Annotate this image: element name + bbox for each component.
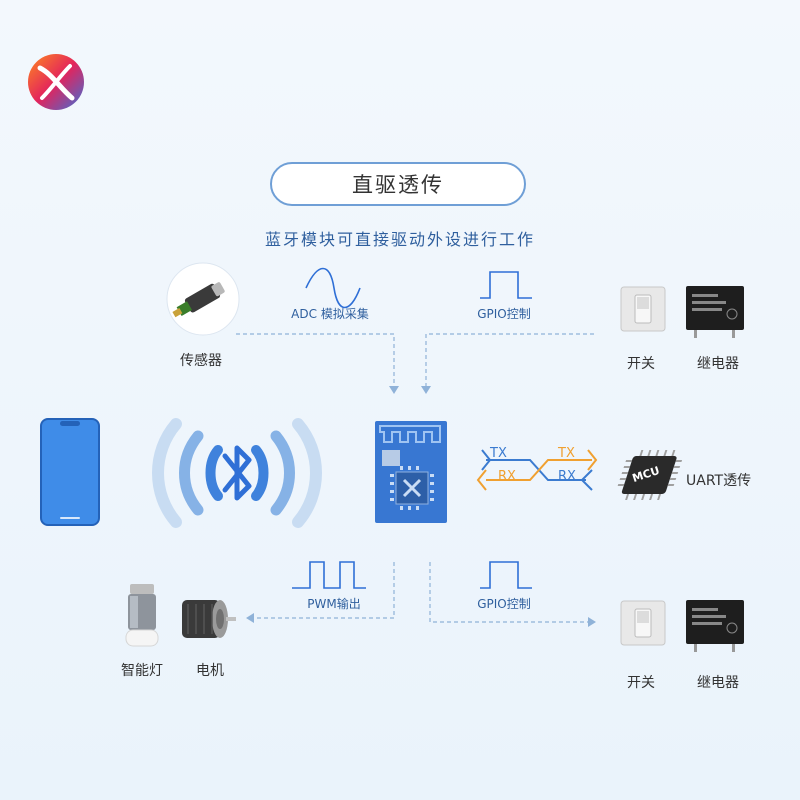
motor-label: 电机: [196, 660, 224, 680]
motor-icon: [178, 596, 236, 642]
tx-right-label: TX: [558, 446, 575, 461]
adc-label: ADC 模拟采集: [291, 305, 369, 322]
pwm-pulse-icon: [292, 562, 366, 588]
sine-wave-icon: [306, 269, 360, 308]
gpio-pulse-icon-bottom: [480, 562, 532, 588]
smart-light-icon: [122, 582, 162, 648]
switch-icon: [620, 286, 666, 332]
mcu-chip-icon: MCU: [614, 448, 680, 506]
gpio-label-bottom: GPIO控制: [477, 595, 531, 612]
phone-icon: [40, 418, 100, 526]
sensor-label: 传感器: [180, 350, 222, 370]
relay-icon-bottom: [684, 598, 746, 652]
gpio-label-top: GPIO控制: [477, 305, 531, 322]
gpio-pulse-icon: [480, 272, 532, 298]
relay-icon: [684, 284, 746, 338]
relay-label-top: 继电器: [697, 353, 739, 373]
bluetooth-signal: [146, 412, 328, 534]
relay-label-bottom: 继电器: [697, 672, 739, 692]
sensor-icon: [166, 262, 240, 336]
module-icon: [374, 420, 448, 524]
rx-right-label: RX: [558, 469, 576, 484]
switch-label-bottom: 开关: [627, 672, 655, 692]
switch-label-top: 开关: [627, 353, 655, 373]
uart-label: UART透传: [686, 470, 751, 490]
pwm-label: PWM输出: [307, 595, 360, 612]
bluetooth-icon: [225, 448, 249, 498]
switch-icon-bottom: [620, 600, 666, 646]
tx-left-label: TX: [490, 446, 507, 461]
rx-left-label: RX: [498, 469, 516, 484]
smart-light-label: 智能灯: [121, 660, 163, 680]
